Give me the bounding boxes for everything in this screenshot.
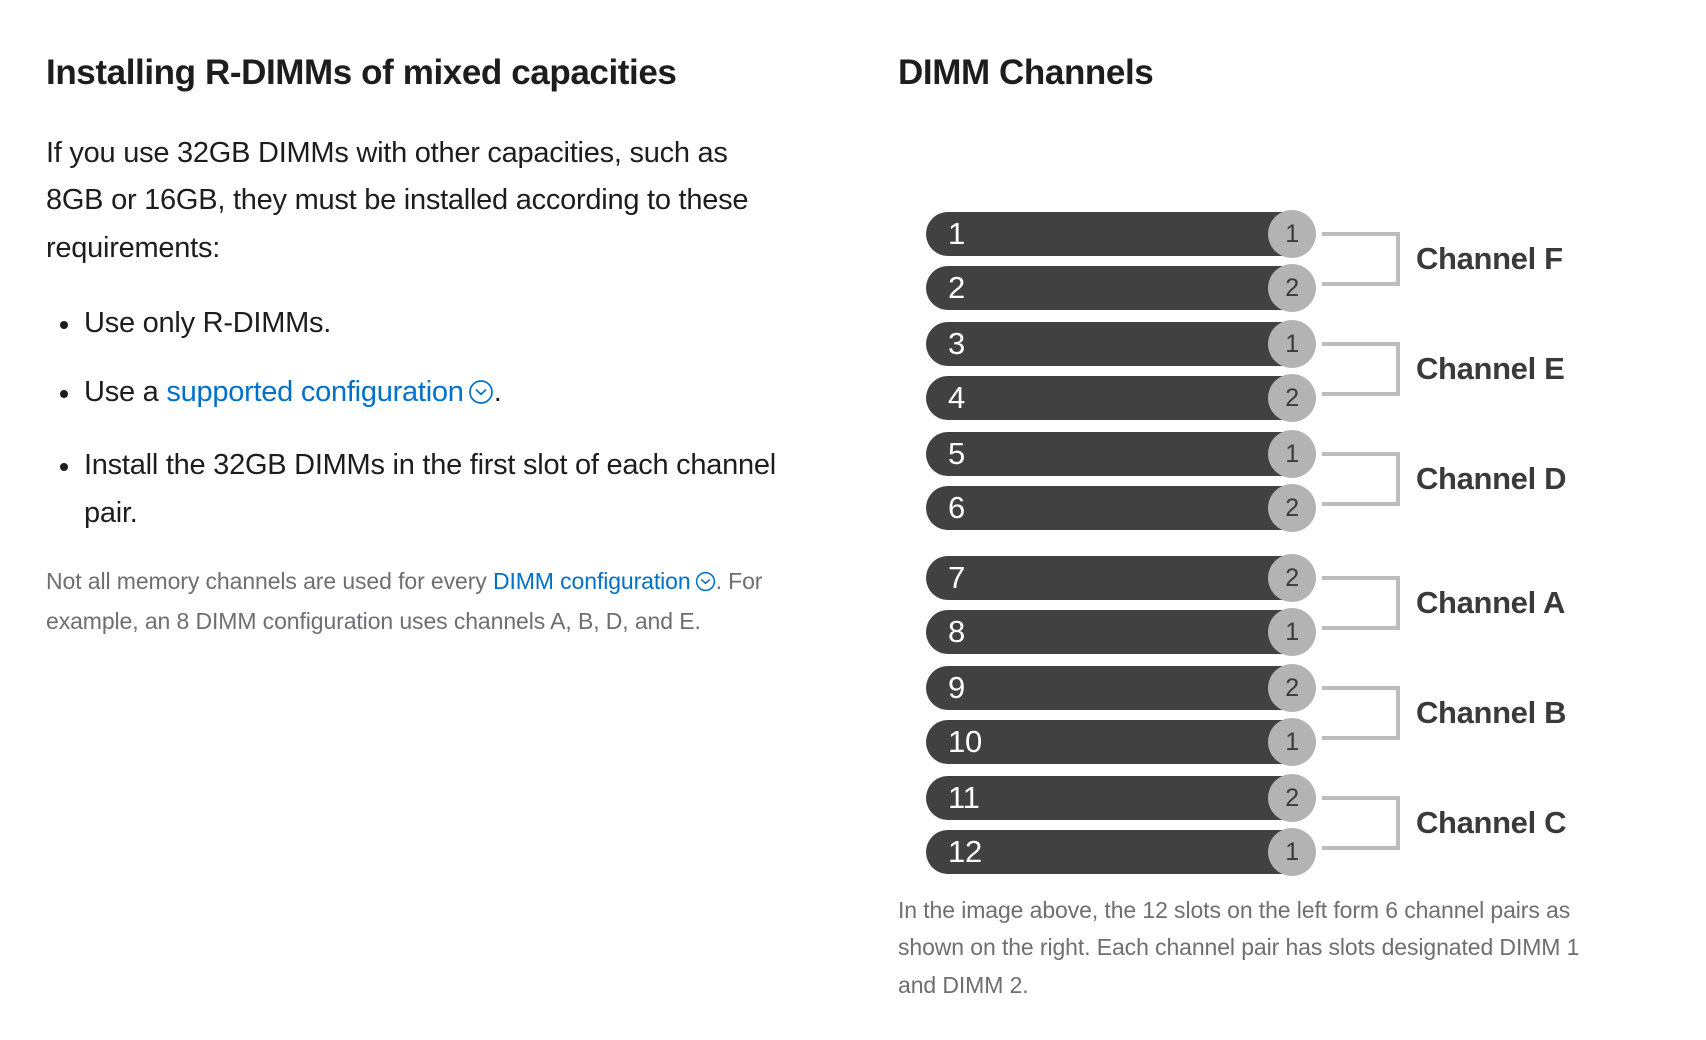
- channel-bracket: [1322, 686, 1400, 740]
- dimm-position-badge: 1: [1268, 608, 1316, 656]
- dimm-slot-bar: [926, 432, 1308, 476]
- requirements-list: Use only R-DIMMs. Use a supported config…: [46, 300, 846, 537]
- channel-pair: 11 2 12 1 Channel C: [926, 774, 1566, 876]
- slot-row: 1 1: [926, 210, 1316, 258]
- supported-configuration-link[interactable]: supported configuration: [166, 376, 493, 408]
- dimm-position-badge: 2: [1268, 484, 1316, 532]
- note-text-after-link: . For example, an 8 DIMM configuration u…: [46, 567, 763, 635]
- slot-group-bottom: 7 2 8 1 Channel A 9 2: [926, 554, 1566, 884]
- channel-label: Channel E: [1416, 351, 1565, 386]
- channel-pair: 9 2 10 1 Channel B: [926, 664, 1566, 766]
- slot-number: 2: [948, 270, 965, 305]
- note-paragraph: Not all memory channels are used for eve…: [46, 563, 786, 641]
- supported-configuration-link-label: supported configuration: [166, 376, 464, 409]
- channel-label: Channel A: [1416, 585, 1565, 620]
- dimm-position-badge: 1: [1268, 828, 1316, 876]
- slot-row: 10 1: [926, 718, 1316, 766]
- list-item: Install the 32GB DIMMs in the first slot…: [60, 442, 804, 537]
- dimm-configuration-link-label: DIMM configuration: [492, 567, 691, 594]
- slot-row: 3 1: [926, 320, 1316, 368]
- chevron-down-circle-icon: [695, 566, 716, 603]
- slot-row: 8 1: [926, 608, 1316, 656]
- slot-number: 7: [948, 560, 965, 595]
- slot-number: 8: [948, 614, 965, 649]
- slot-group-top: 1 1 2 2 Channel F 3 1: [926, 210, 1566, 540]
- dimm-slot-bar: [926, 212, 1308, 256]
- channel-bracket: [1322, 342, 1400, 396]
- requirement-text: Install the 32GB DIMMs in the first slot…: [84, 449, 776, 529]
- slot-number: 5: [948, 436, 965, 471]
- chevron-down-circle-icon: [468, 373, 494, 420]
- slot-row: 2 2: [926, 264, 1316, 312]
- slot-row: 11 2: [926, 774, 1316, 822]
- diagram-caption: In the image above, the 12 slots on the …: [898, 897, 1580, 998]
- dimm-position-badge: 1: [1268, 210, 1316, 258]
- channel-pair: 7 2 8 1 Channel A: [926, 554, 1565, 656]
- channel-bracket: [1322, 452, 1400, 506]
- dimm-slot-bar: [926, 610, 1308, 654]
- dimm-slot-bar: [926, 776, 1308, 820]
- slot-number: 10: [948, 724, 982, 759]
- slot-number: 6: [948, 490, 965, 525]
- slot-number: 3: [948, 326, 965, 361]
- dimm-slot-bar: [926, 666, 1308, 710]
- page-title: Installing R-DIMMs of mixed capacities: [46, 53, 677, 92]
- dimm-position-badge: 2: [1268, 554, 1316, 602]
- channel-pair: 3 1 4 2 Channel E: [926, 320, 1565, 422]
- dimm-slot-bar: [926, 556, 1308, 600]
- dimm-slot-bar: [926, 830, 1308, 874]
- channel-label: Channel C: [1416, 805, 1567, 840]
- slot-row: 7 2: [926, 554, 1316, 602]
- note-text-before-link: Not all memory channels are used for eve…: [46, 567, 493, 594]
- slot-row: 5 1: [926, 430, 1316, 478]
- dimm-position-badge: 2: [1268, 774, 1316, 822]
- dimm-slot-bar: [926, 720, 1308, 764]
- channel-bracket: [1322, 232, 1400, 286]
- channel-label: Channel F: [1416, 241, 1563, 276]
- dimm-channels-diagram: 1 1 2 2 Channel F 3 1: [898, 134, 1688, 876]
- channel-label: Channel D: [1416, 461, 1567, 496]
- dimm-channels-title: DIMM Channels: [898, 53, 1154, 92]
- slot-row: 12 1: [926, 828, 1316, 876]
- dimm-position-badge: 1: [1268, 718, 1316, 766]
- dimm-configuration-link[interactable]: DIMM configuration: [493, 568, 716, 594]
- slot-number: 11: [948, 780, 980, 815]
- slot-row: 4 2: [926, 374, 1316, 422]
- channel-label: Channel B: [1416, 695, 1567, 730]
- list-item: Use a supported configuration.: [60, 369, 804, 420]
- right-content-column: DIMM Channels 1 1 2 2 Channel F: [898, 52, 1688, 876]
- dimm-slot-bar: [926, 376, 1308, 420]
- slot-number: 1: [948, 216, 965, 251]
- dimm-position-badge: 1: [1268, 430, 1316, 478]
- slot-number: 4: [948, 380, 965, 415]
- dimm-position-badge: 2: [1268, 664, 1316, 712]
- channel-bracket: [1322, 576, 1400, 630]
- list-item: Use only R-DIMMs.: [60, 300, 804, 347]
- slot-number: 12: [948, 834, 982, 869]
- slot-row: 9 2: [926, 664, 1316, 712]
- requirement-text: Use only R-DIMMs.: [84, 306, 332, 339]
- dimm-slot-bar: [926, 486, 1308, 530]
- slot-row: 6 2: [926, 484, 1316, 532]
- dimm-slot-bar: [926, 322, 1308, 366]
- dimm-slot-bar: [926, 266, 1308, 310]
- dimm-position-badge: 2: [1268, 374, 1316, 422]
- intro-paragraph: If you use 32GB DIMMs with other capacit…: [46, 137, 749, 264]
- requirement-text: Use a: [84, 376, 167, 409]
- requirement-suffix: .: [493, 376, 502, 409]
- channel-pair: 5 1 6 2 Channel D: [926, 430, 1566, 532]
- dimm-position-badge: 1: [1268, 320, 1316, 368]
- channel-pair: 1 1 2 2 Channel F: [926, 210, 1563, 312]
- dimm-position-badge: 2: [1268, 264, 1316, 312]
- slot-number: 9: [948, 670, 965, 705]
- channel-bracket: [1322, 796, 1400, 850]
- left-content-column: Installing R-DIMMs of mixed capacities I…: [46, 52, 846, 641]
